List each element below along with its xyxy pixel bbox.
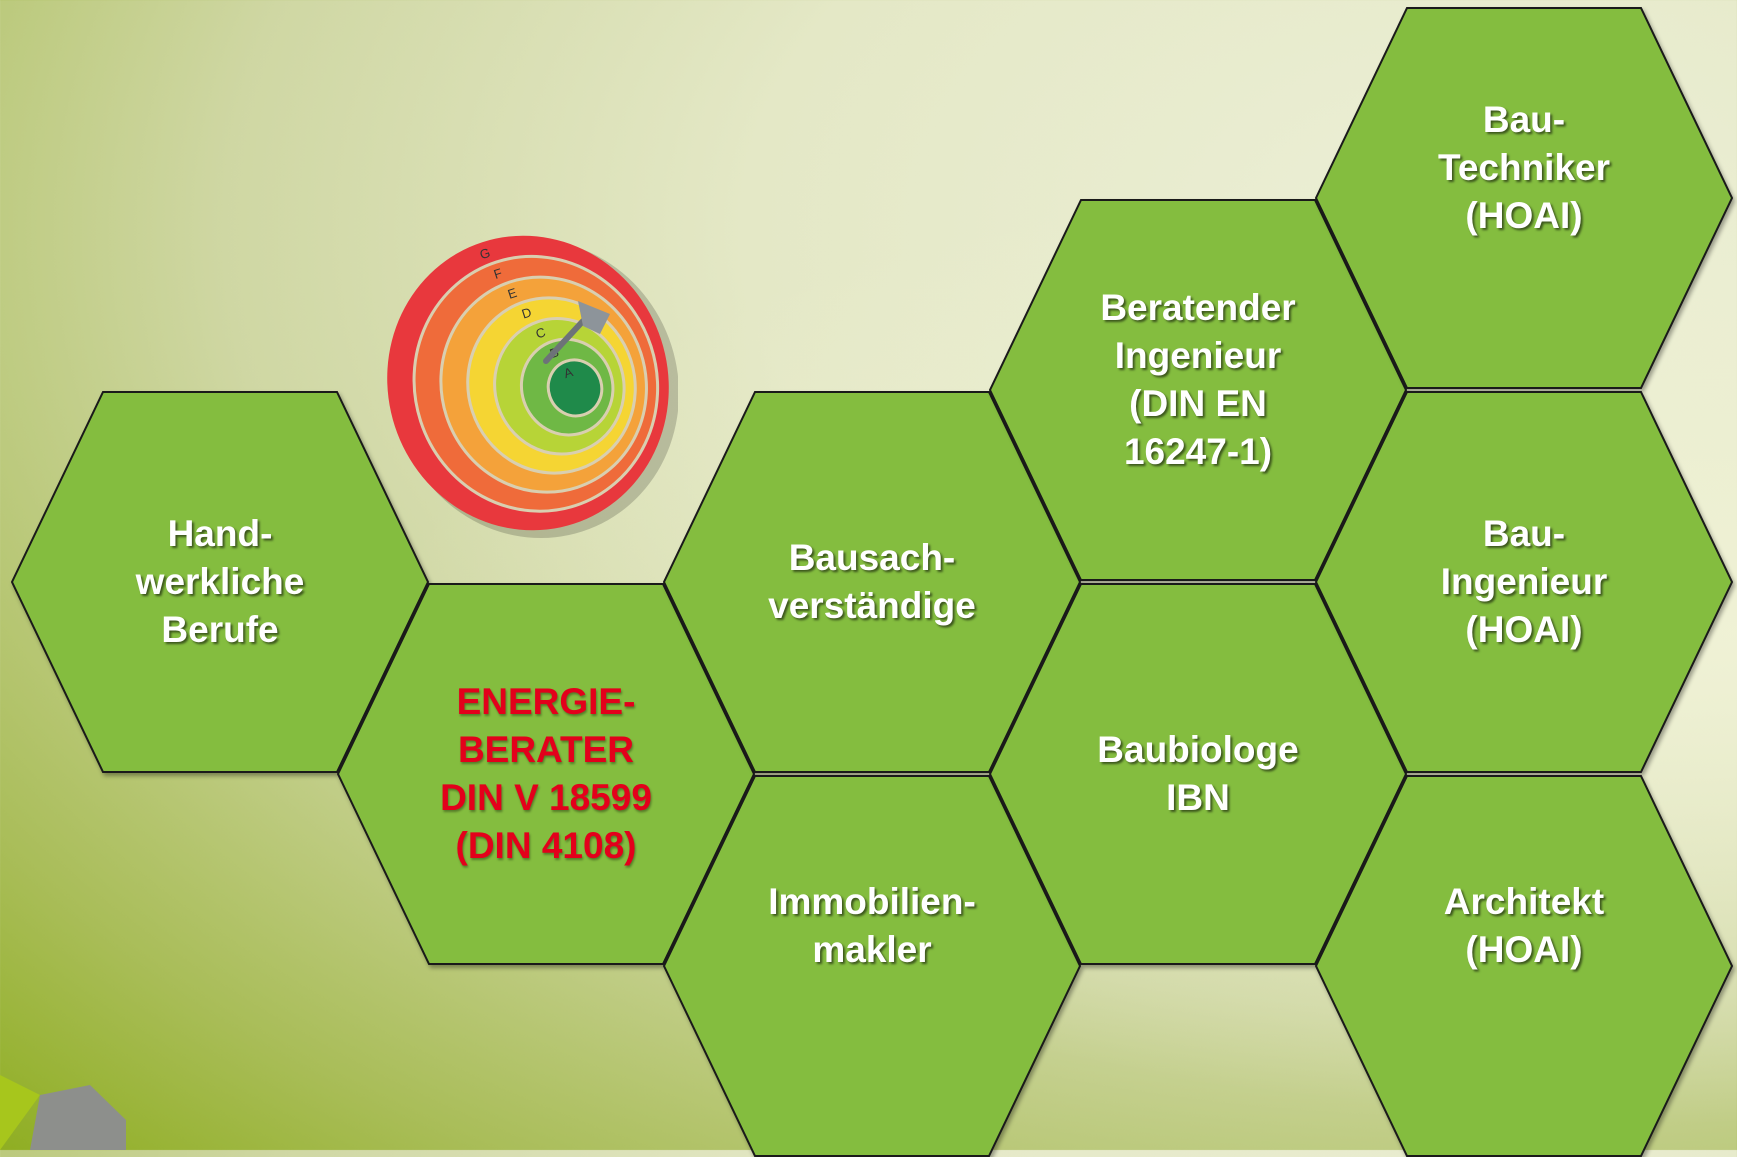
hexagon-label: Immobilien- makler <box>768 881 976 970</box>
hexagon-bau-techniker: Bau- Techniker (HOAI) <box>1315 7 1733 389</box>
hexagon-polygon <box>1315 7 1733 389</box>
hexagon-shape <box>1315 7 1733 389</box>
target-ring-letter: G <box>478 245 492 262</box>
target-ring-letter: C <box>534 324 548 341</box>
corner-shape-gray <box>30 1085 126 1150</box>
energy-target-icon: GFEDCBA <box>378 226 679 540</box>
hexagon-polygon <box>11 391 429 773</box>
hexagon-architekt: Architekt (HOAI) <box>1315 775 1733 1157</box>
hexagon-label: ENERGIE- BERATER DIN V 18599 (DIN 4108) <box>440 681 652 866</box>
hexagon-beratender-ingenieur: Beratender Ingenieur (DIN EN 16247-1) <box>989 199 1407 581</box>
dart-icon <box>543 301 610 364</box>
hexagon-label: Hand- werkliche Berufe <box>135 513 305 650</box>
hexagon-label: Bausach- verständige <box>768 537 976 626</box>
target-ring-a <box>546 358 604 418</box>
hexagon-shape <box>11 391 429 773</box>
hexagon-bausachverstaendige: Bausach- verständige <box>663 391 1081 773</box>
hexagon-label: Bau- Techniker (HOAI) <box>1437 99 1611 236</box>
hexagon-shape <box>989 199 1407 581</box>
hexagon-label: Baubiologe IBN <box>1097 729 1299 818</box>
corner-shape-green <box>0 1075 40 1150</box>
hexagon-polygon <box>663 391 1081 773</box>
hexagon-immobilienmakler: Immobilien- makler <box>663 775 1081 1157</box>
hexagon-shape <box>337 583 755 965</box>
hexagon-label: Beratender Ingenieur (DIN EN 16247-1) <box>1100 287 1296 472</box>
dartboard-graphic: GFEDCBA <box>387 235 679 539</box>
hexagon-energieberater: ENERGIE- BERATER DIN V 18599 (DIN 4108) <box>337 583 755 965</box>
hexagon-polygon <box>989 583 1407 965</box>
hexagon-baubiologe: Baubiologe IBN <box>989 583 1407 965</box>
hexagon-shape <box>989 583 1407 965</box>
hexagon-label: Architekt (HOAI) <box>1443 881 1605 970</box>
hexagon-label: Bau- Ingenieur (HOAI) <box>1440 513 1608 650</box>
hexagon-polygon <box>1315 391 1733 773</box>
target-ring-letter: D <box>520 304 534 321</box>
hexagon-shape <box>1315 391 1733 773</box>
hexagon-shape <box>663 391 1081 773</box>
hexagon-bau-ingenieur: Bau- Ingenieur (HOAI) <box>1315 391 1733 773</box>
hexagon-handwerkliche-berufe: Hand- werkliche Berufe <box>11 391 429 773</box>
hexagon-polygon <box>989 199 1407 581</box>
hexagon-polygon <box>337 583 755 965</box>
